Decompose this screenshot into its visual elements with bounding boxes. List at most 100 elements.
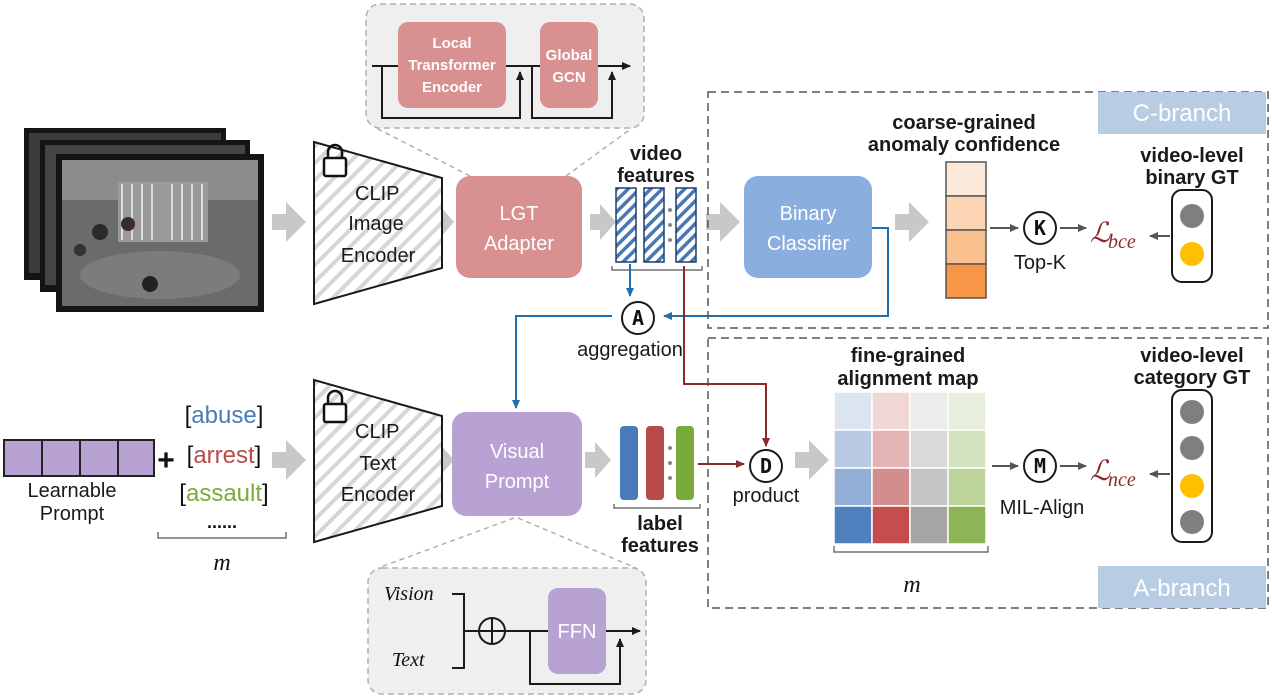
heatmap-cell [945,263,987,299]
local-transformer-box [398,22,506,108]
category-gt-label-2: category GT [1134,367,1251,389]
visual-prompt-box [452,412,582,516]
topk-node [1023,211,1057,245]
heatmap-cell [909,391,949,431]
vp-detail-callout: Vision Text FFN [367,517,647,695]
class-abuse: [abuse] [185,402,264,429]
heatmap-cell [909,505,949,545]
heatmap-cell [945,195,987,231]
c-branch-tag [1098,92,1266,134]
lgt-to-features-arrow [590,204,616,240]
classifier-to-confidence-arrow [895,202,929,242]
heatmap-cell [871,467,911,507]
topk-label: Top-K [1014,252,1067,274]
confidence-label-2: anomaly confidence [868,134,1060,156]
clip-image-encoder: CLIP Image Encoder [313,140,443,306]
mil-symbol: M [1034,454,1046,478]
ffn-label: FFN [558,621,597,643]
video-features-label-1: video [630,143,682,165]
c-branch-title: C-branch [1133,100,1232,127]
binary-gt-indicator [1171,189,1213,283]
lgt-detail-callout: Local Transformer Encoder Global GCN [365,3,645,177]
text-encoder-label-2: Text [360,453,397,475]
heatmap-cell [947,391,987,431]
lock-icon [322,389,348,424]
topk-symbol: K [1034,216,1046,240]
video-frames [24,128,264,312]
map-label-2: alignment map [837,368,978,390]
class-arrest: [arrest] [187,442,262,469]
label-features-label-2: features [621,535,699,557]
global-label-1: Global [546,47,593,64]
image-encoder-label-2: Image [348,213,404,235]
heatmap-cell [947,467,987,507]
prompt-brace [157,532,287,539]
aggregation-label: aggregation [577,339,683,361]
c-branch-box [707,91,1269,329]
label-features-label-1: label [637,513,683,535]
product-to-map-arrow [795,440,829,480]
lgt-adapter-box [456,176,582,278]
binary-classifier-label-1: Binary [780,203,837,225]
local-label-1: Local [432,35,471,52]
text-encoder-label-3: Encoder [341,484,416,506]
label-features-stack [613,426,701,509]
category-gt-label-1: video-level [1140,345,1243,367]
gt-dot [1180,474,1204,498]
local-label-2: Transformer [408,57,496,74]
vp-vision-label: Vision [384,583,434,605]
product-node [749,449,783,483]
global-label-2: GCN [552,69,585,86]
features-to-classifier-arrow [706,202,740,242]
prompt-m-label: m [213,550,230,576]
bce-loss-subscript: bce [1108,231,1136,253]
global-gcn-box [540,22,598,108]
lgt-adapter-label-1: LGT [500,203,539,225]
video-features-label-2: features [617,165,695,187]
label-feature-bar [676,426,694,500]
binary-classifier-label-2: Classifier [767,233,850,255]
aggregation-paths [512,227,889,447]
label-feature-bar [646,426,664,500]
heatmap-cell [833,467,873,507]
gt-dot [1180,400,1204,424]
aggregation-symbol: A [632,306,644,330]
a-branch-title: A-branch [1133,575,1230,602]
frames-to-encoder-arrow [272,202,306,242]
map-m-label: m [903,572,920,598]
ffn-box [548,588,606,674]
prompt-to-encoder-arrow [272,440,306,480]
mil-node [1023,449,1057,483]
binary-gt-label-1: video-level [1140,145,1243,167]
class-ellipsis: ...... [207,512,237,532]
product-label: product [733,485,800,507]
gt-dot [1180,510,1204,534]
lgt-adapter-label-2: Adapter [484,233,554,255]
heatmap-cell [909,429,949,469]
bce-loss: ℒ bce [1090,218,1136,253]
mil-label: MIL-Align [1000,497,1084,519]
svg-text:ℒ: ℒ [1090,218,1111,249]
gt-dot [1180,204,1204,228]
nce-loss: ℒ nce [1090,456,1136,491]
image-encoder-label-3: Encoder [341,245,416,267]
binary-classifier-box [744,176,872,278]
heatmap-cell [947,505,987,545]
plus-sign: + [157,444,175,477]
a-branch-box [707,337,1269,609]
map-brace [833,546,989,553]
heatmap-cell [833,505,873,545]
binary-gt-label-2: binary GT [1145,167,1238,189]
heatmap-cell [871,429,911,469]
visual-prompt-label-2: Prompt [485,471,550,493]
local-label-3: Encoder [422,79,482,96]
learnable-prompt-label-1: Learnable [28,480,117,502]
product-symbol: D [760,454,772,478]
heatmap-cell [909,467,949,507]
a-branch-tag [1098,566,1266,608]
aggregation-node [621,301,655,335]
class-names: [abuse] [arrest] [assault] ...... [179,402,268,532]
video-feature-bar [643,187,665,263]
heatmap-cell [945,229,987,265]
confidence-column [945,161,987,299]
